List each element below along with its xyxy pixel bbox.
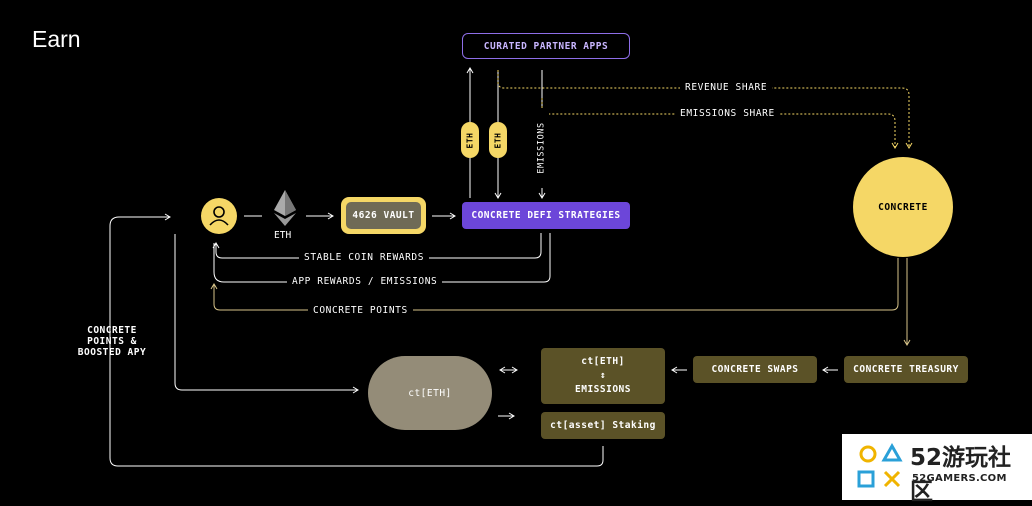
- concrete-points-label: CONCRETE POINTS: [308, 305, 413, 316]
- emissions-share-label: EMISSIONS SHARE: [675, 108, 780, 119]
- watermark-logo-icon: [857, 442, 903, 488]
- concrete-defi-strategies-node: CONCRETE DEFI STRATEGIES: [462, 202, 630, 229]
- concrete-node: CONCRETE: [853, 157, 953, 257]
- app-rewards-label: APP REWARDS / EMISSIONS: [287, 276, 443, 287]
- ethereum-icon: [274, 190, 296, 226]
- eth-down-pill: ETH: [489, 122, 507, 158]
- eth-up-label: ETH: [465, 132, 475, 148]
- cteth-emissions-node: ct[ETH] ↕ EMISSIONS: [541, 348, 665, 404]
- eth-token-label: ETH: [274, 230, 292, 241]
- watermark-title: 52游玩社区: [910, 445, 1012, 505]
- emissions-vertical: EMISSIONS: [535, 108, 549, 188]
- cteth-pill-node: ct[ETH]: [368, 356, 492, 430]
- eth-down-label: ETH: [493, 132, 503, 148]
- concrete-treasury-node: CONCRETE TREASURY: [844, 356, 968, 383]
- ct-asset-staking-node: ct[asset] Staking: [541, 412, 665, 439]
- stable-coin-rewards-label: STABLE COIN REWARDS: [299, 252, 430, 263]
- emissions-line: EMISSIONS: [575, 384, 631, 395]
- eth-up-pill: ETH: [461, 122, 479, 158]
- watermark-url: 52GAMERS.COM: [912, 473, 1007, 484]
- page-title: Earn: [32, 26, 81, 52]
- watermark: [842, 434, 1032, 500]
- swap-arrow-icon: ↕: [599, 370, 607, 381]
- curated-partner-apps-node: CURATED PARTNER APPS: [462, 33, 630, 59]
- concrete-swaps-node: CONCRETE SWAPS: [693, 356, 817, 383]
- cteth-line: ct[ETH]: [581, 356, 625, 367]
- revenue-share-label: REVENUE SHARE: [680, 82, 773, 93]
- vault-node: 4626 VAULT: [346, 202, 421, 229]
- user-icon: [201, 198, 237, 234]
- side-label: CONCRETE POINTS & BOOSTED APY: [77, 325, 147, 358]
